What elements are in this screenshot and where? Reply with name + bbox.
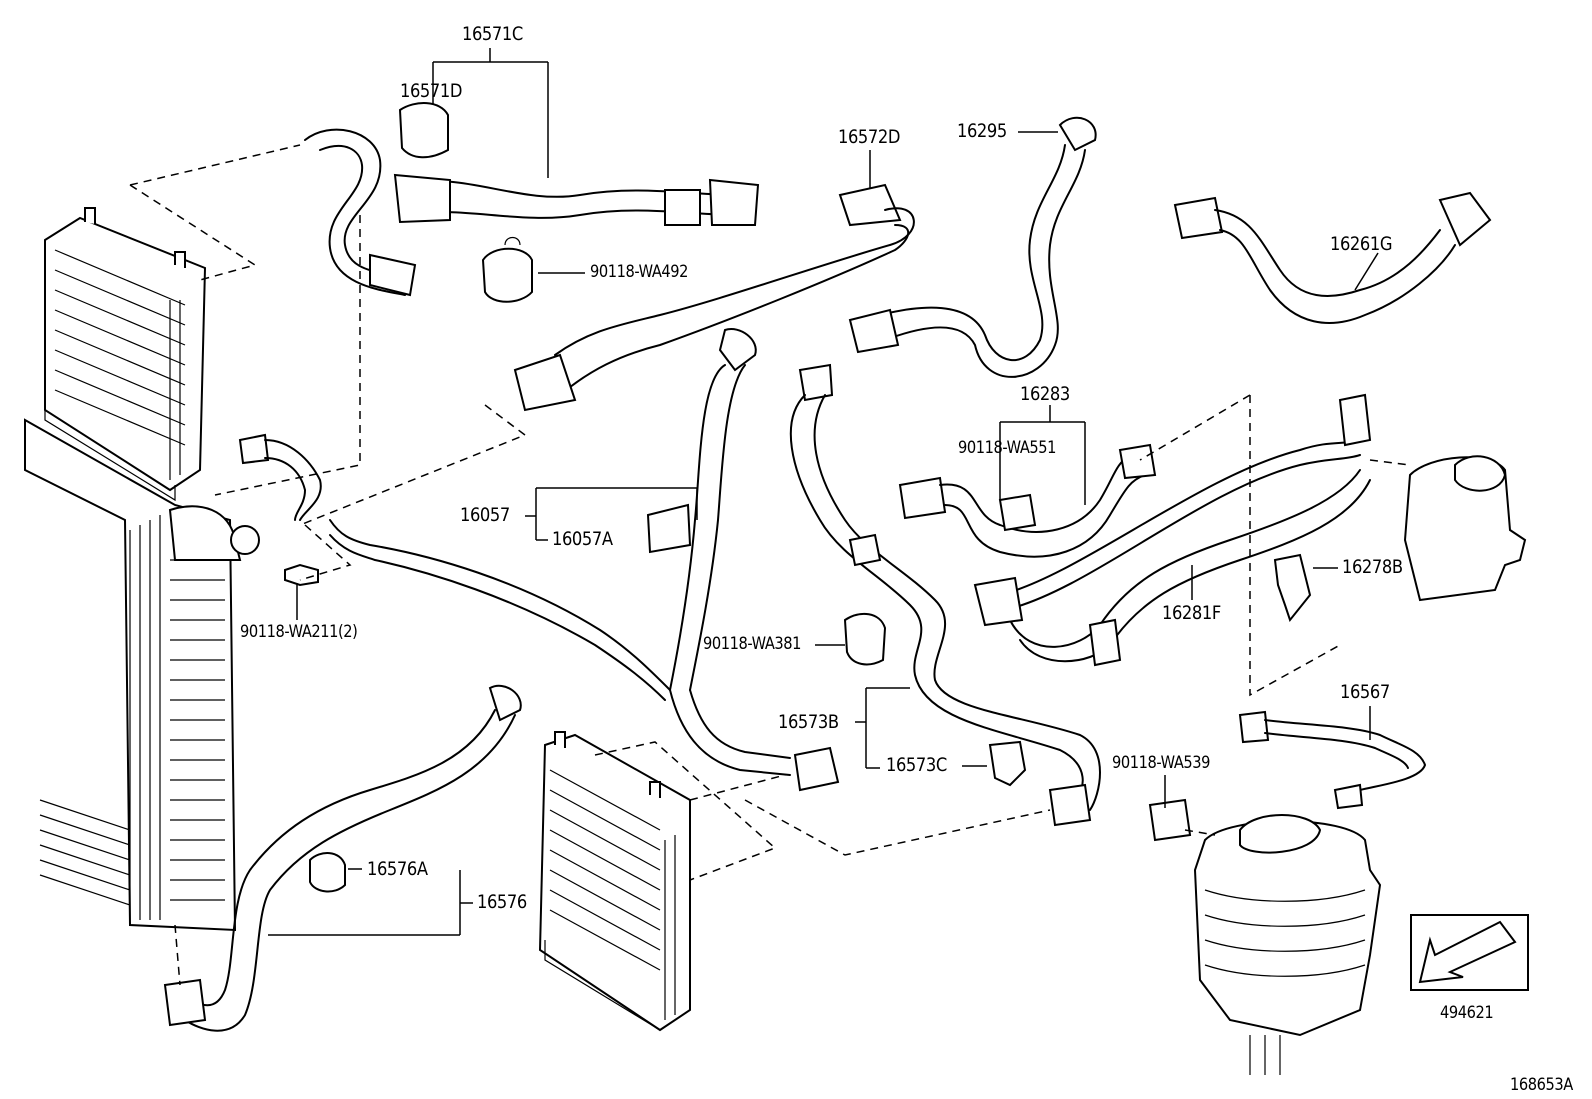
label-16567: 16567 bbox=[1340, 681, 1390, 703]
hose-16573B bbox=[789, 363, 1101, 827]
view-reference-number: 494621 bbox=[1440, 1003, 1494, 1023]
label-16281F: 16281F bbox=[1162, 602, 1221, 624]
label-16576A: 16576A bbox=[367, 858, 428, 880]
hose-16261G bbox=[1173, 191, 1492, 324]
hose-16572D bbox=[513, 183, 915, 412]
clamp-16571D bbox=[398, 102, 449, 159]
label-16261G: 16261G bbox=[1330, 233, 1393, 255]
label-16283: 16283 bbox=[1020, 383, 1070, 405]
bracket-16278B bbox=[1273, 553, 1312, 623]
pipe-16057 bbox=[329, 328, 840, 792]
clamp-16057A bbox=[646, 503, 692, 554]
lower-radiator bbox=[538, 731, 691, 1032]
label-90118-WA551: 90118-WA551 bbox=[958, 438, 1057, 458]
leader-lines bbox=[268, 48, 1379, 936]
clamp-90118-WA551 bbox=[998, 493, 1037, 532]
clamp-16576A bbox=[309, 852, 346, 893]
hose-16571C bbox=[304, 128, 760, 297]
diagram-id: 168653A bbox=[1510, 1075, 1573, 1095]
label-16571D: 16571D bbox=[400, 80, 462, 102]
view-direction-box bbox=[1410, 914, 1529, 991]
label-16573C: 16573C bbox=[886, 754, 947, 776]
label-16572D: 16572D bbox=[838, 126, 900, 148]
label-16278B: 16278B bbox=[1342, 556, 1403, 578]
clamp-90118-WA381 bbox=[843, 612, 887, 666]
upper-radiator bbox=[44, 207, 207, 502]
view-direction-arrow-icon bbox=[1418, 920, 1517, 984]
tank-lower bbox=[1193, 814, 1382, 1075]
hose-16567 bbox=[1238, 710, 1426, 810]
hose-16576 bbox=[163, 684, 522, 1032]
label-16576: 16576 bbox=[477, 891, 527, 913]
clamp-90118-WA211 bbox=[284, 563, 319, 587]
dashed-reference-lines bbox=[129, 144, 1411, 986]
clamp-90118-WA492 bbox=[481, 236, 533, 303]
label-16573B: 16573B bbox=[778, 711, 839, 733]
label-90118-WA492: 90118-WA492 bbox=[590, 262, 689, 282]
label-90118-WA381: 90118-WA381 bbox=[703, 634, 802, 654]
label-16571C: 16571C bbox=[462, 23, 523, 45]
label-90118-WA211: 90118-WA211(2) bbox=[240, 622, 358, 642]
main-radiator bbox=[24, 418, 260, 932]
tank-upper bbox=[1403, 455, 1527, 602]
hose-16283 bbox=[898, 443, 1157, 558]
label-16295: 16295 bbox=[957, 120, 1007, 142]
hose-upper-left bbox=[238, 433, 322, 521]
sensor-16573C bbox=[988, 740, 1027, 787]
label-16057: 16057 bbox=[460, 504, 510, 526]
label-16057A: 16057A bbox=[552, 528, 613, 550]
hose-16295 bbox=[848, 116, 1097, 378]
label-90118-WA539: 90118-WA539 bbox=[1112, 753, 1211, 773]
clamp-90118-WA539 bbox=[1148, 798, 1192, 842]
hose-16281F bbox=[973, 393, 1372, 667]
